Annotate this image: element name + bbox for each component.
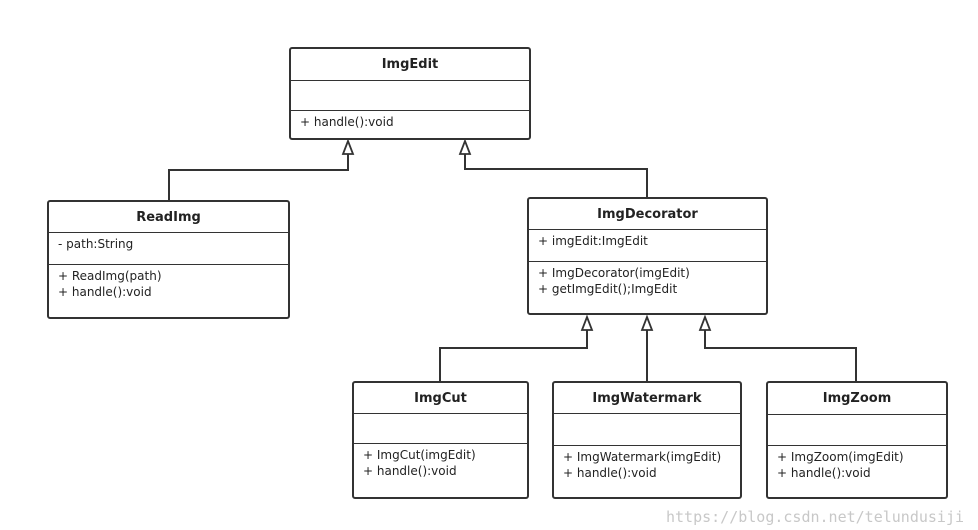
- class-attributes: [768, 415, 946, 446]
- arrowhead-icon: [341, 138, 355, 155]
- class-operations: + ImgZoom(imgEdit) + handle():void: [768, 446, 946, 497]
- class-operations: + ImgCut(imgEdit) + handle():void: [354, 444, 527, 497]
- class-operations: + handle():void: [291, 111, 529, 138]
- class-operations: + ImgWatermark(imgEdit) + handle():void: [554, 446, 740, 497]
- class-name: ImgCut: [354, 383, 527, 414]
- class-operation: + ImgWatermark(imgEdit): [563, 450, 722, 464]
- class-operation: + handle():void: [58, 285, 152, 299]
- class-imgdecorator: ImgDecorator + imgEdit:ImgEdit + ImgDeco…: [527, 197, 768, 315]
- class-readimg: ReadImg - path:String + ReadImg(path) + …: [47, 200, 290, 319]
- arrowhead-icon: [640, 314, 654, 331]
- class-operation: + ImgCut(imgEdit): [363, 448, 476, 462]
- class-attribute: + imgEdit:ImgEdit: [538, 234, 648, 248]
- class-operation: + handle():void: [563, 466, 657, 480]
- link-imgzoom-imgdecorator: [704, 330, 857, 383]
- class-attributes: [554, 414, 740, 446]
- arrowhead-icon: [580, 314, 594, 331]
- link-imgdecorator-imgedit: [464, 154, 648, 199]
- link-imgcut-imgdecorator: [439, 330, 588, 383]
- class-imgwatermark: ImgWatermark + ImgWatermark(imgEdit) + h…: [552, 381, 742, 499]
- class-attributes: [291, 81, 529, 111]
- watermark-text: https://blog.csdn.net/telundusiji: [665, 508, 964, 526]
- class-operation: + getImgEdit();ImgEdit: [538, 282, 678, 296]
- class-operation: + handle():void: [363, 464, 457, 478]
- class-imgzoom: ImgZoom + ImgZoom(imgEdit) + handle():vo…: [766, 381, 948, 499]
- class-name: ImgDecorator: [529, 199, 766, 230]
- class-name: ImgEdit: [291, 49, 529, 81]
- class-attributes: - path:String: [49, 233, 288, 265]
- class-operation: + handle():void: [300, 115, 394, 129]
- class-operations: + ReadImg(path) + handle():void: [49, 265, 288, 317]
- class-name: ImgZoom: [768, 383, 946, 415]
- class-operation: + ImgZoom(imgEdit): [777, 450, 904, 464]
- class-operation: + handle():void: [777, 466, 871, 480]
- link-readimg-imgedit: [168, 154, 349, 202]
- class-attributes: + imgEdit:ImgEdit: [529, 230, 766, 262]
- class-attribute: - path:String: [58, 237, 134, 251]
- class-name: ReadImg: [49, 202, 288, 233]
- class-imgedit: ImgEdit + handle():void: [289, 47, 531, 140]
- class-operation: + ReadImg(path): [58, 269, 162, 283]
- arrowhead-icon: [698, 314, 712, 331]
- class-name: ImgWatermark: [554, 383, 740, 414]
- arrowhead-icon: [458, 138, 472, 155]
- class-operation: + ImgDecorator(imgEdit): [538, 266, 690, 280]
- class-operations: + ImgDecorator(imgEdit) + getImgEdit();I…: [529, 262, 766, 313]
- class-attributes: [354, 414, 527, 444]
- class-imgcut: ImgCut + ImgCut(imgEdit) + handle():void: [352, 381, 529, 499]
